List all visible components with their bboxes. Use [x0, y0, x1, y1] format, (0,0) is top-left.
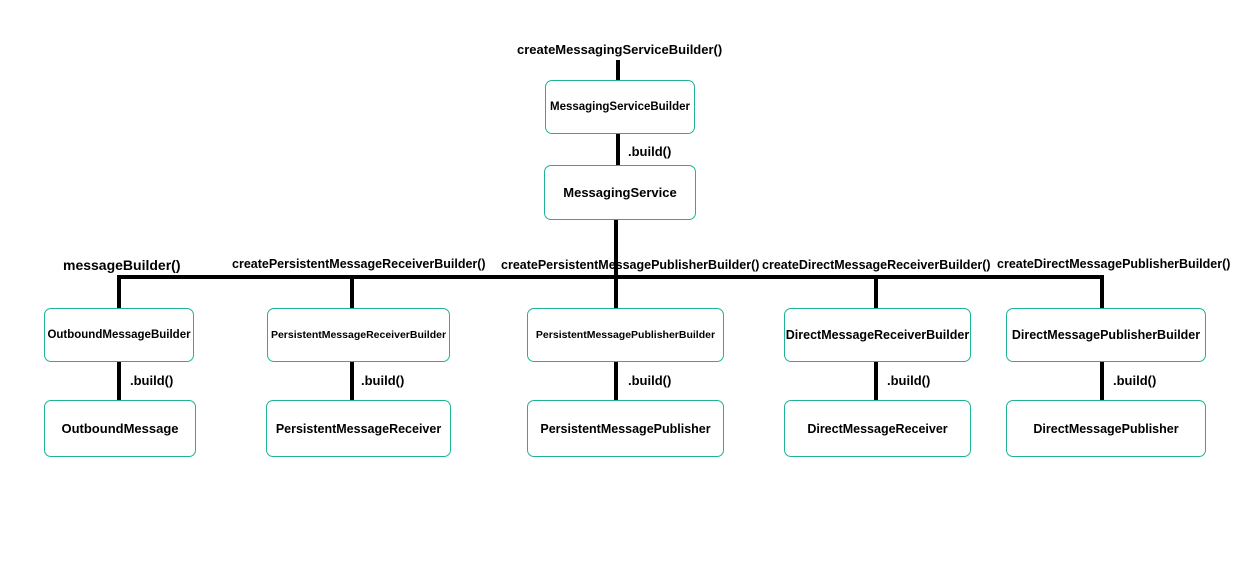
connector-top-in: [616, 60, 620, 80]
branch-3-result-box: PersistentMessagePublisher: [527, 400, 724, 457]
branch-5-builder-box: DirectMessagePublisherBuilder: [1006, 308, 1206, 362]
branch-2-method-label: createPersistentMessageReceiverBuilder(): [232, 257, 486, 271]
connector-build-branch-4: [874, 362, 878, 400]
branch-1-build-label: .build(): [130, 373, 174, 388]
branch-5-method-label: createDirectMessagePublisherBuilder(): [997, 257, 1231, 271]
connector-service-to-bus: [614, 220, 618, 278]
connector-build-branch-2: [350, 362, 354, 400]
branch-5-build-label: .build(): [1113, 373, 1157, 388]
branch-3-builder-box: PersistentMessagePublisherBuilder: [527, 308, 724, 362]
messaging-service-box: MessagingService: [544, 165, 696, 220]
connector-build-branch-1: [117, 362, 121, 400]
connector-bus-to-branch-5: [1100, 275, 1104, 308]
connector-bus-to-branch-2: [350, 275, 354, 308]
branch-4-build-label: .build(): [887, 373, 931, 388]
branch-3-build-label: .build(): [628, 373, 672, 388]
messaging-service-builder-box: MessagingServiceBuilder: [545, 80, 695, 134]
connector-bus-to-branch-1: [117, 275, 121, 308]
factory-method-label: createMessagingServiceBuilder(): [517, 42, 723, 57]
branch-2-result-box: PersistentMessageReceiver: [266, 400, 451, 457]
branch-4-result-box: DirectMessageReceiver: [784, 400, 971, 457]
branch-2-build-label: .build(): [361, 373, 405, 388]
branch-1-builder-box: OutboundMessageBuilder: [44, 308, 194, 362]
connector-bus-to-branch-3: [614, 275, 618, 308]
service-build-label: .build(): [628, 144, 672, 159]
connector-build-branch-3: [614, 362, 618, 400]
connector-horizontal-bus: [117, 275, 1104, 279]
connector-builder-to-service: [616, 134, 620, 165]
branch-3-method-label: createPersistentMessagePublisherBuilder(…: [501, 258, 760, 272]
branch-1-method-label: messageBuilder(): [63, 257, 181, 273]
branch-1-result-box: OutboundMessage: [44, 400, 196, 457]
connector-bus-to-branch-4: [874, 275, 878, 308]
connector-build-branch-5: [1100, 362, 1104, 400]
branch-2-builder-box: PersistentMessageReceiverBuilder: [267, 308, 450, 362]
branch-4-method-label: createDirectMessageReceiverBuilder(): [762, 258, 991, 272]
branch-5-result-box: DirectMessagePublisher: [1006, 400, 1206, 457]
branch-4-builder-box: DirectMessageReceiverBuilder: [784, 308, 971, 362]
